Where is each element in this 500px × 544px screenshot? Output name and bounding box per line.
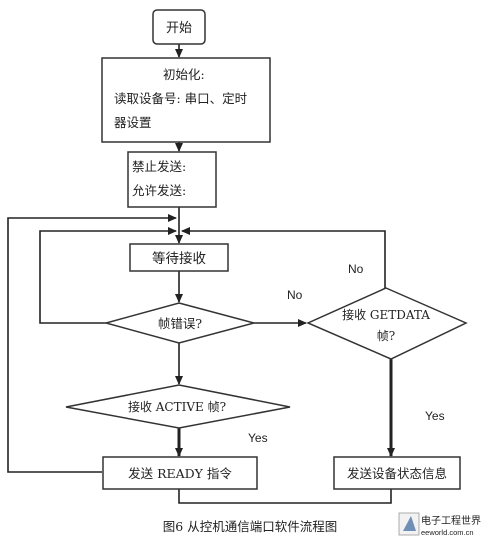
connectors <box>7 44 395 504</box>
node-init-line2: 读取设备号: 串口、定时 <box>114 91 248 106</box>
node-init-line3: 器设置 <box>114 115 152 130</box>
node-frame-error-label: 帧错误? <box>158 316 203 331</box>
edge-label-yes-2: Yes <box>425 409 445 423</box>
edge-label-no-2: No <box>348 262 364 276</box>
node-start: 开始 <box>152 9 206 45</box>
node-init: 初始化: 读取设备号: 串口、定时 器设置 <box>101 57 271 143</box>
edge-label-no-1: No <box>287 288 303 302</box>
eeworld-logo: 电子工程世界 eeworld.com.cn <box>398 512 481 537</box>
logo-url: eeworld.com.cn <box>421 528 474 537</box>
node-send-line1: 禁止发送: <box>132 159 186 174</box>
node-start-label: 开始 <box>166 21 192 36</box>
node-wait: 等待接收 <box>129 243 229 272</box>
node-getdata-line2: 帧? <box>377 329 395 343</box>
node-getdata-line1: 接收 GETDATA <box>342 307 430 322</box>
node-active: 接收 ACTIVE 帧? <box>65 384 291 429</box>
node-send-ready-label: 发送 READY 指令 <box>128 466 232 481</box>
logo-mark-icon <box>403 516 416 531</box>
node-send-settings: 禁止发送: 允许发送: <box>127 151 217 208</box>
figure-caption: 图6 从控机通信端口软件流程图 <box>163 519 337 534</box>
node-send-line2: 允许发送: <box>132 183 186 198</box>
edge-getdata-loop <box>181 227 386 288</box>
edge-label-yes-1: Yes <box>248 431 268 445</box>
edge-frameerror-loop <box>39 227 177 324</box>
node-send-status: 发送设备状态信息 <box>333 456 461 490</box>
node-send-status-label: 发送设备状态信息 <box>347 466 447 481</box>
edge-outer-loop <box>7 214 177 473</box>
node-getdata: 接收 GETDATA 帧? <box>306 287 468 360</box>
node-init-title: 初始化: <box>163 67 205 82</box>
node-wait-label: 等待接收 <box>152 250 206 267</box>
edge-bottom-return <box>178 489 392 504</box>
node-send-ready: 发送 READY 指令 <box>102 456 258 490</box>
node-frame-error: 帧错误? <box>103 302 257 344</box>
logo-name: 电子工程世界 <box>421 514 481 527</box>
node-active-label: 接收 ACTIVE 帧? <box>128 399 226 414</box>
